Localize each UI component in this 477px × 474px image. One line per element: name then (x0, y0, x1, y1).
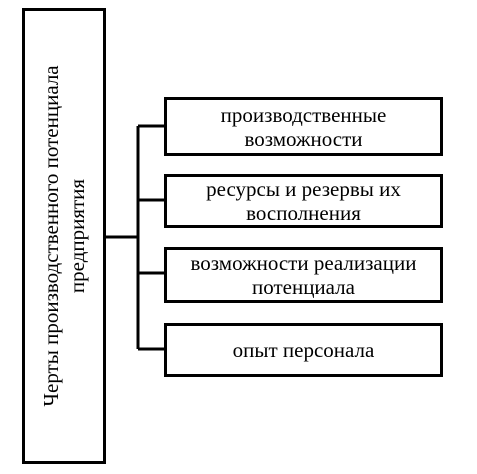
feature-label: ресурсы и резервы их восполнения (206, 177, 401, 225)
feature-label: производственные возможности (220, 102, 387, 151)
feature-box-staff-experience: опыт персонала (164, 323, 443, 377)
feature-box-resources-reserves: ресурсы и резервы их восполнения (164, 174, 443, 228)
feature-label: возможности реализации потенциала (190, 251, 417, 299)
main-concept-label: Черты производственного потенциала предп… (39, 65, 89, 407)
main-concept-box: Черты производственного потенциала предп… (22, 8, 106, 464)
feature-label: опыт персонала (232, 338, 375, 362)
feature-box-realization-capabilities: возможности реализации потенциала (164, 247, 443, 303)
feature-box-production-capabilities: производственные возможности (164, 97, 443, 156)
